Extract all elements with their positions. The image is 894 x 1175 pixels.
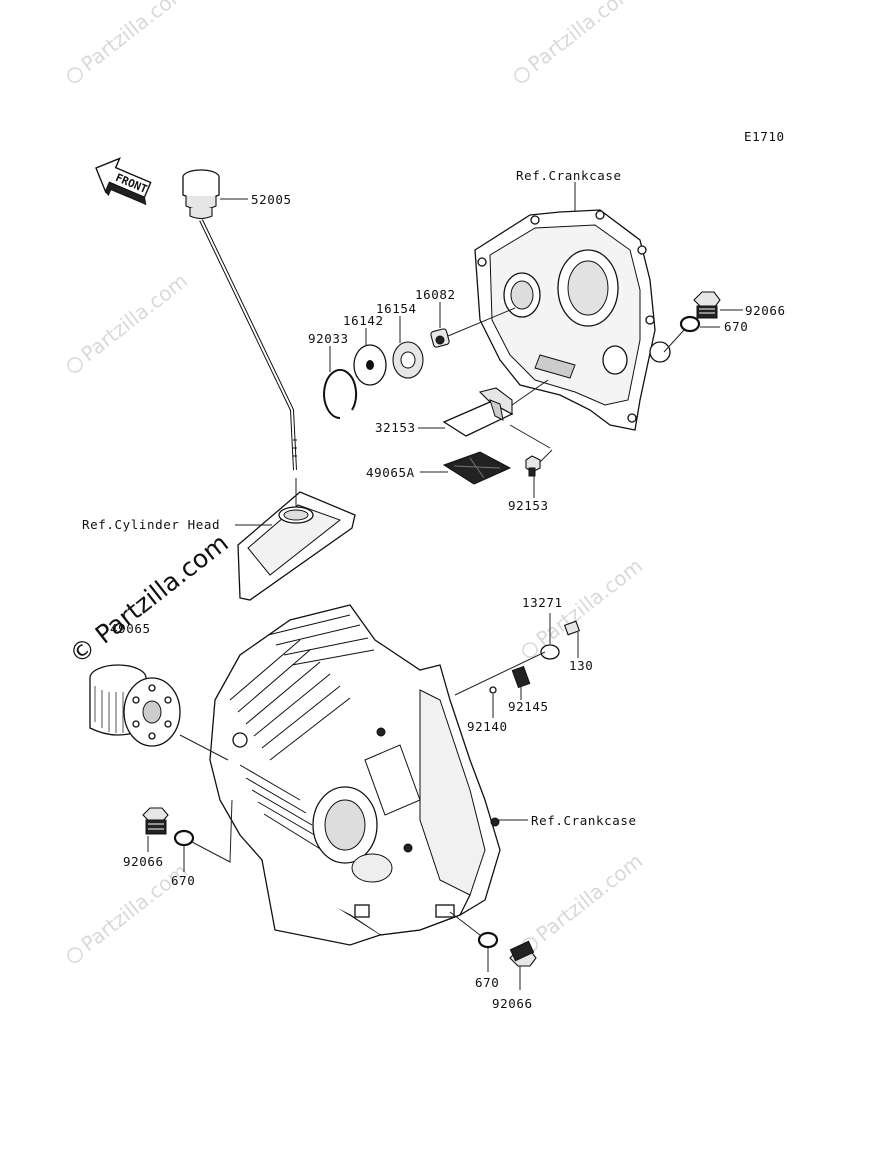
label-670-bottom: 670	[475, 975, 499, 990]
label-130: 130	[569, 658, 593, 673]
watermark-text: Partzilla.com	[76, 269, 192, 367]
drain-plug-bottom	[509, 940, 537, 967]
crankcase-cover-part	[474, 209, 671, 431]
o-ring-bottom	[477, 931, 499, 949]
cylinder-head-ref	[237, 478, 356, 601]
diagram-code: E1710	[744, 129, 785, 144]
label-92140: 92140	[467, 719, 508, 734]
circlip-part	[323, 369, 358, 419]
label-92033: 92033	[308, 331, 349, 346]
outer-rotor-part	[392, 341, 424, 379]
label-13271: 13271	[522, 595, 563, 610]
label-92066-left: 92066	[123, 854, 164, 869]
bolt-92153	[525, 455, 541, 477]
rotor-plate-part	[353, 344, 387, 386]
rotor-shaft-part	[430, 328, 450, 348]
label-92145: 92145	[508, 699, 549, 714]
label-92066-bottom: 92066	[492, 996, 533, 1011]
label-92066-top: 92066	[745, 303, 786, 318]
label-670-left: 670	[171, 873, 195, 888]
label-49065A: 49065A	[366, 465, 415, 480]
baffle-bracket-part	[442, 387, 514, 437]
front-arrow-icon: FRONT	[95, 157, 152, 206]
label-49065: 49065	[110, 621, 151, 636]
dipstick-part	[182, 169, 297, 471]
ref-cylinder-head: Ref.Cylinder Head	[82, 517, 220, 532]
oil-screen-part	[442, 451, 512, 485]
relief-valve-parts	[489, 620, 581, 694]
o-ring-top	[679, 315, 701, 333]
label-32153: 32153	[375, 420, 416, 435]
watermark-copyright: © Partzilla.com	[64, 528, 234, 670]
label-52005: 52005	[251, 192, 292, 207]
label-92153: 92153	[508, 498, 549, 513]
ref-crankcase-top: Ref.Crankcase	[516, 168, 622, 183]
watermark-text: Partzilla.com	[523, 0, 639, 76]
ref-crankcase-bottom: Ref.Crankcase	[531, 813, 637, 828]
crankcase-main-part	[209, 604, 501, 946]
label-16082: 16082	[415, 287, 456, 302]
label-670-top: 670	[724, 319, 748, 334]
oil-filter-part	[89, 664, 181, 747]
label-16142: 16142	[343, 313, 384, 328]
label-16154: 16154	[376, 301, 417, 316]
o-ring-left	[173, 829, 195, 847]
watermark-text: Partzilla.com	[531, 849, 647, 947]
watermark-text: Partzilla.com	[76, 0, 192, 76]
drain-plug-top	[693, 291, 721, 319]
drain-plug-left	[142, 807, 169, 835]
